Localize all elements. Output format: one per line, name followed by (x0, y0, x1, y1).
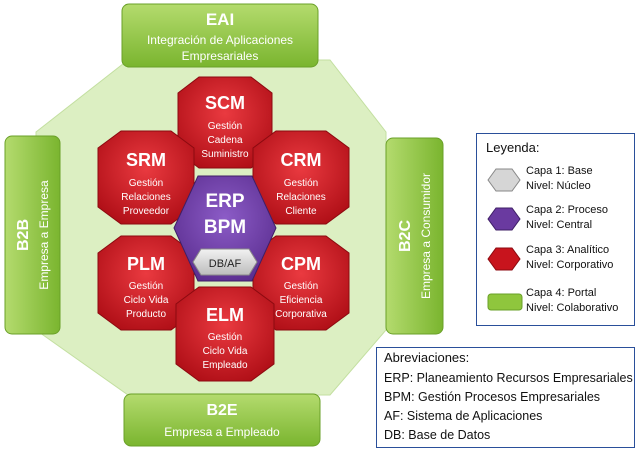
hex-cpm-line3: Corporativa (275, 309, 327, 320)
abbreviation-bpm: BPM: Gestión Procesos Empresariales (384, 390, 601, 404)
legend-item-capa-3: Capa 3: Analítico Nivel: Corporativo (477, 243, 636, 277)
legend-item-line1: Capa 4: Portal (526, 287, 597, 299)
hex-scm-line1: Gestión (208, 121, 242, 132)
gray-hexagon-icon (487, 168, 521, 192)
band-b2e-title: B2E (206, 402, 237, 419)
legend-item-line1: Capa 1: Base (526, 165, 593, 177)
band-b2b-subtitle: Empresa a Empresa (37, 180, 51, 290)
band-b2c-title: B2C (397, 220, 414, 252)
hex-elm-line1: Gestión (208, 332, 242, 343)
hex-center-line2: BPM (204, 217, 246, 238)
band-b2e: B2E Empresa a Empleado (123, 393, 321, 447)
hex-crm-line2: Relaciones (276, 192, 325, 203)
hex-plm-line1: Gestión (129, 281, 163, 292)
purple-hexagon-icon (487, 207, 521, 231)
hex-cpm-title: CPM (281, 254, 321, 274)
legend-item-line2: Nivel: Central (526, 219, 593, 231)
abbreviation-af: AF: Sistema de Aplicaciones (384, 409, 543, 423)
band-eai-line1: Integración de Aplicaciones (147, 33, 293, 47)
legend-box: Leyenda: Capa 1: Base Nivel: Núcleo Capa… (476, 133, 635, 326)
hex-scm: SCM Gestión Cadena Suministro (177, 76, 273, 169)
hex-elm-line2: Ciclo Vida (203, 346, 248, 357)
hex-plm: PLM Gestión Ciclo Vida Producto (97, 235, 195, 331)
band-eai-title: EAI (206, 10, 234, 29)
hex-core-label: DB/AF (209, 258, 242, 270)
abbreviation-erp: ERP: Planeamiento Recursos Empresariales (384, 371, 633, 385)
hex-elm-title: ELM (206, 305, 244, 325)
legend-item-line2: Nivel: Núcleo (526, 180, 591, 192)
band-eai: EAI Integración de Aplicaciones Empresar… (121, 3, 319, 68)
hex-plm-title: PLM (127, 254, 165, 274)
band-b2c-subtitle: Empresa a Consumidor (419, 173, 433, 299)
band-b2b-title: B2B (15, 219, 32, 251)
hex-plm-line2: Ciclo Vida (124, 295, 169, 306)
red-hexagon-icon (487, 247, 521, 271)
hex-crm-line3: Cliente (285, 206, 317, 217)
band-eai-line2: Empresariales (182, 49, 259, 63)
hex-plm-line3: Producto (126, 309, 166, 320)
hex-crm-title: CRM (281, 150, 322, 170)
hex-elm-line3: Empleado (202, 360, 247, 371)
legend-item-capa-4: Capa 4: Portal Nivel: Colaborativo (477, 286, 636, 320)
hex-scm-line3: Suministro (201, 149, 249, 160)
hex-crm: CRM Gestión Relaciones Cliente (252, 130, 350, 225)
hex-elm: ELM Gestión Ciclo Vida Empleado (175, 286, 275, 382)
legend-item-line1: Capa 3: Analítico (526, 244, 610, 256)
hex-center-line1: ERP (205, 191, 244, 212)
hex-core-dbaf: DB/AF (192, 248, 258, 276)
hex-cpm-line1: Gestión (284, 281, 318, 292)
hex-srm: SRM Gestión Relaciones Proveedor (97, 130, 195, 225)
hex-srm-title: SRM (126, 150, 166, 170)
legend-item-capa-2: Capa 2: Proceso Nivel: Central (477, 203, 636, 237)
legend-item-capa-1: Capa 1: Base Nivel: Núcleo (477, 164, 636, 198)
legend-title: Leyenda: (486, 140, 540, 155)
legend-item-line2: Nivel: Corporativo (526, 259, 614, 271)
legend-item-line2: Nivel: Colaborativo (526, 302, 619, 314)
hex-scm-line2: Cadena (207, 135, 242, 146)
hex-scm-title: SCM (205, 93, 245, 113)
abbreviations-box: Abreviaciones: ERP: Planeamiento Recurso… (376, 347, 635, 448)
hex-crm-line1: Gestión (284, 178, 318, 189)
band-b2e-subtitle: Empresa a Empleado (164, 425, 280, 439)
band-b2c: B2C Empresa a Consumidor (385, 137, 444, 335)
hex-cpm-line2: Eficiencia (280, 295, 323, 306)
legend-item-line1: Capa 2: Proceso (526, 204, 608, 216)
hex-srm-line3: Proveedor (123, 206, 170, 217)
hex-cpm: CPM Gestión Eficiencia Corporativa (252, 235, 350, 331)
hex-srm-line1: Gestión (129, 178, 163, 189)
green-bar-icon (487, 293, 523, 311)
band-b2b: B2B Empresa a Empresa (4, 135, 61, 335)
abbreviations-title: Abreviaciones: (384, 350, 470, 365)
abbreviation-db: DB: Base de Datos (384, 428, 491, 442)
hex-srm-line2: Relaciones (121, 192, 170, 203)
